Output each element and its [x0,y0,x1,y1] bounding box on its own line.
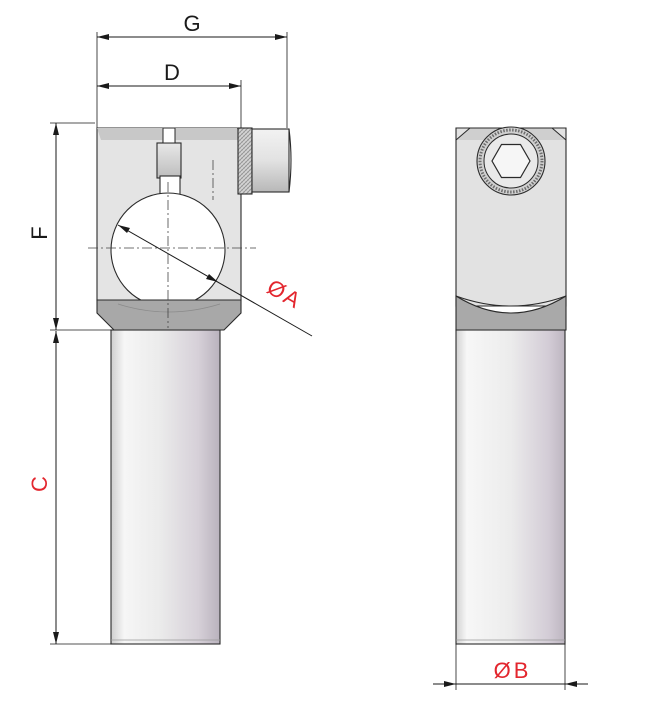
bottom-chamfer [96,299,242,331]
dimension-c: C [27,331,111,645]
clamp-screw-shank [251,128,290,193]
diameter-symbol-icon: Ø [494,658,511,683]
label-f: F [27,226,52,239]
dimension-d: D [97,60,242,128]
dimension-f: F [27,122,111,331]
label-b: B [514,658,529,683]
clamp-screw-knurl [237,127,253,195]
side-bottom-band [455,295,567,331]
side-view [455,126,567,645]
cross-pin [156,142,182,179]
shaft [110,329,221,645]
label-d: D [164,60,180,85]
label-g: G [183,11,200,36]
front-view [88,127,292,645]
label-diameter-a: ØA [263,274,305,313]
dimension-g: G [96,11,288,128]
side-shaft [455,329,566,645]
hexagon-socket-icon [491,143,531,179]
label-c: C [27,476,52,492]
